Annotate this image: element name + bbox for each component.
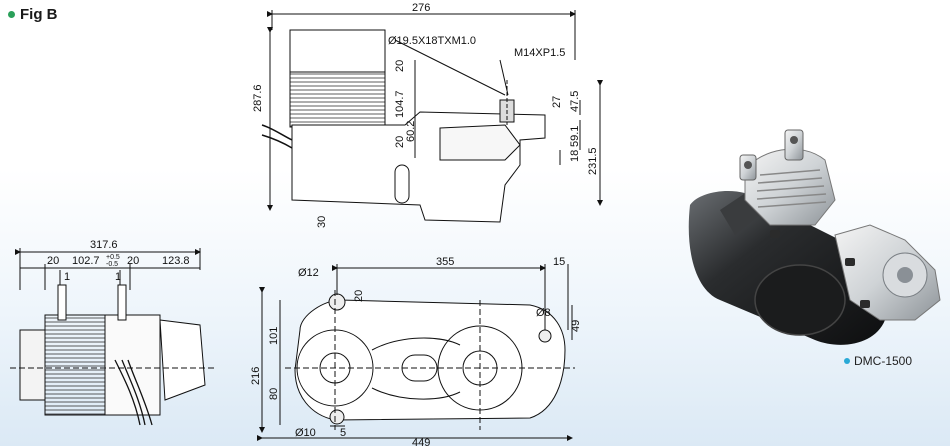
dim-231-5: 231.5 [587,147,599,175]
figure-title: Fig B [8,6,58,23]
dim-20-right: 20 [127,255,139,267]
dim-276: 276 [412,2,430,14]
dim-20-left: 20 [47,255,59,267]
bullet-dot-icon [8,11,15,18]
dim-20-mid: 20 [394,136,406,148]
dim-287-6: 287.6 [252,84,264,112]
mount-hole-right [538,329,552,343]
dim-59-1: 59.1 [569,126,581,147]
dim-60-2: 60.2 [405,121,417,142]
dim-20-bottom-view: 20 [353,290,365,302]
dim-123-8: 123.8 [162,255,190,267]
tol-plus: +0.5 [106,254,120,261]
model-bullet-icon [844,358,850,364]
dim-20-top: 20 [394,60,406,72]
model-label: DMC-1500 [844,354,912,368]
dim-80: 80 [268,388,280,400]
slot-outline [394,164,410,204]
dim-317-6: 317.6 [90,239,118,251]
side-cap [159,319,206,401]
side-view [10,248,215,426]
dim-1-right: 1 [115,271,121,283]
engine-render-image [688,129,941,345]
mount-hole-bottom [329,409,345,425]
dim-102-7: 102.7 [72,255,100,267]
dim-355: 355 [436,256,454,268]
dim-104-7: 104.7 [394,90,406,118]
mount-hole-top [328,293,346,311]
dim-18: 18 [569,150,581,162]
dim-27: 27 [551,96,563,108]
gear-housing [439,124,521,161]
dim-15: 15 [553,256,565,268]
model-label-text: DMC-1500 [854,354,913,368]
dim-30: 30 [316,216,328,228]
hole-right-label: Ø8 [536,307,551,319]
cylinder-fins [289,71,386,128]
hole-bottom-label: Ø10 [295,427,316,439]
hole-top-label: Ø12 [298,267,319,279]
dim-5: 5 [340,427,346,439]
side-cover [19,329,46,401]
dim-49: 49 [570,320,582,332]
tol-minus: -0.5 [106,261,118,268]
dim-101: 101 [268,327,280,345]
figure-title-text: Fig B [20,6,58,23]
dim-47-5: 47.5 [569,91,581,112]
thread-spec: Ø19.5X18TXM1.0 [388,35,476,47]
dim-216: 216 [250,367,262,385]
dim-1-left: 1 [64,271,70,283]
cylinder-head [289,29,386,73]
top-view [261,10,603,223]
side-cylinder-fins [44,314,106,416]
bottom-view [257,264,575,441]
shaft-spec: M14XP1.5 [514,47,565,59]
dim-449: 449 [412,437,430,446]
